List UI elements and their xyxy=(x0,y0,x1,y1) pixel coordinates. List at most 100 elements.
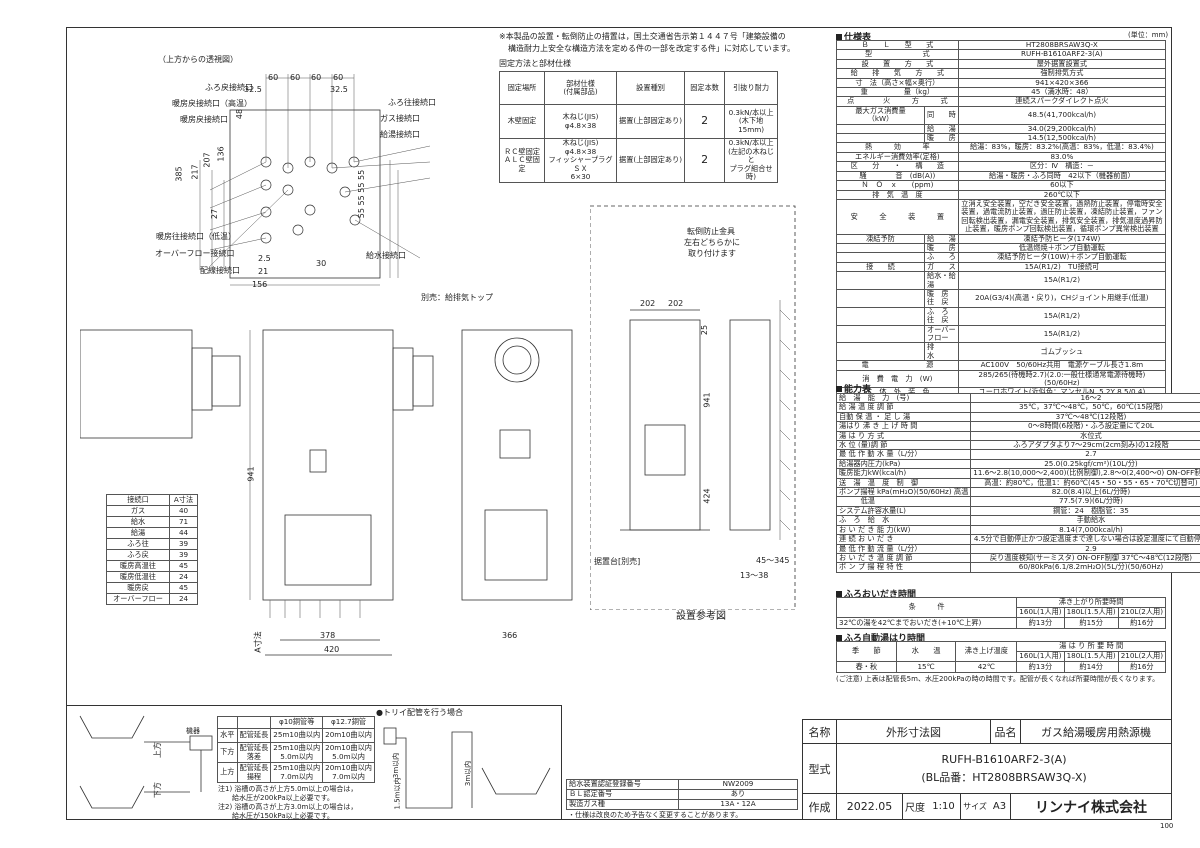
a-r5-1: 45 xyxy=(169,560,198,572)
install-fall-2: 左右どちらかに xyxy=(684,238,740,247)
spec-cell: 暖 房 往 戻 xyxy=(924,288,959,308)
spec-title: 仕様表 xyxy=(836,30,871,43)
fix-r0c3: 2 xyxy=(684,104,726,139)
spec-cell: 点 火 方 式 xyxy=(836,96,959,107)
perf-cell: お い だ き 温 度 調 節 xyxy=(835,552,972,564)
perf-cell: 水 位 (量)調 節 xyxy=(835,440,972,451)
spec-cell: 安 全 装 置 xyxy=(836,198,959,235)
install-fall-3: 取り付けます xyxy=(688,249,736,258)
spec-cell: 15A(R1/2) xyxy=(957,271,1167,290)
a-r0-0: ガス xyxy=(105,505,171,517)
spec-cell: 区 分 ・ 構 造 xyxy=(836,161,959,172)
spec-cell: Ｎ Ｏ ｘ (ppm) xyxy=(836,180,959,191)
front-dim-941: 941 xyxy=(246,466,256,482)
spec-cell: 型 式 xyxy=(836,49,959,60)
fill-r4: 約14分 xyxy=(1063,661,1119,673)
install-dim-202b: 202 xyxy=(668,299,684,308)
pip-h1: φ12.7銅管 xyxy=(322,716,375,729)
spec-cell: 285/265(待機時2.7)(2.0:一般仕様通常電源待機時) (50/60H… xyxy=(957,369,1167,389)
bath-v1: 約15分 xyxy=(1063,617,1119,629)
piping-label-down: 下方 xyxy=(153,782,162,798)
perf-cell: ふ ろ 給 水 xyxy=(835,515,972,526)
spec-cell: 凍結予防ヒータ(10W)＋ポンプ自動運転 xyxy=(957,252,1167,263)
bath-v2: 約16分 xyxy=(1117,617,1167,629)
spec-cell: 給 湯 xyxy=(924,233,959,244)
spec-cell xyxy=(836,324,925,344)
perf-cell: 60/80kPa(6.1/8.2mH₂O)(5L/分)(50/60Hz) xyxy=(970,562,1200,573)
fix-h0: 固定場所 xyxy=(499,71,545,105)
install-diagram xyxy=(590,205,796,610)
perf-cell: ふろアダプタより7～29cm(2cm刻み)の12段階 xyxy=(970,440,1200,451)
title-name: 外形寸法図 xyxy=(886,725,941,739)
fix-r1c4: 0.3kN/本以上 (左記の木ねじと プラグ組合せ時) xyxy=(724,138,778,183)
bath-cond-h: 条 件 xyxy=(835,597,1018,618)
perf-row: お い だ き 温 度 調 節戻り温度検知(サーミスタ) ON-OFF制御 37… xyxy=(835,552,1200,564)
fix-r0c4: 0.3kN/本以上 (木下地15mm) xyxy=(724,104,778,139)
install-title: 設置参考図 xyxy=(676,611,726,622)
topview-dim-325b: 32.5 xyxy=(330,85,348,94)
a-r8-0: オーバーフロー xyxy=(105,593,171,605)
top-note-1: ※本製品の設置・転倒防止の措置は，国土交通省告示第１４４７号「建築設備の xyxy=(499,32,786,41)
title-made-label: 作成 xyxy=(808,800,831,814)
spec-row: ふ ろ凍結予防ヒータ(10W)＋ポンプ自動運転 xyxy=(836,252,1167,263)
perf-row: 給湯器内圧力(kPa)25.0(0.25kgf/cm²)(10L/分) xyxy=(835,458,1200,470)
a-r7-0: 暖房戻 xyxy=(105,582,171,594)
a-r2-1: 44 xyxy=(169,527,198,539)
perf-cell: 82.0(8.4)以上(6L/分時) xyxy=(970,487,1200,498)
perf-cell: 送 湯 温 度 制 御 xyxy=(835,477,972,489)
perf-cell: 手動給水 xyxy=(970,515,1200,526)
pip-r1c0: 下方 xyxy=(217,742,238,763)
title-date: 2022.05 xyxy=(846,800,893,813)
topview-diagram xyxy=(199,74,431,286)
spec-cell: 強制排気方式 xyxy=(957,68,1167,79)
bath-v0: 約13分 xyxy=(1016,617,1065,629)
spec-cell: 寸 法（高さ×幅×奥行） xyxy=(836,77,959,89)
spec-cell: 45（満水時：48） xyxy=(957,87,1167,98)
perf-row: 湯 は り 方 式水位式 xyxy=(835,430,1200,442)
spec-row: 重 量（kg）45（満水時：48） xyxy=(836,87,1167,98)
spec-cell: 立消え安全装置，空だき安全装置，過熱防止装置，停電時安全装置，過電流防止装置，過… xyxy=(957,198,1167,235)
perf-cell: 給 湯 能 力 (号) xyxy=(835,392,972,404)
label-furo-return: ふろ戻接続口 xyxy=(205,83,253,92)
piping-units: 機器 xyxy=(186,727,200,735)
spec-cell xyxy=(836,242,925,254)
fill-r1: 15℃ xyxy=(895,661,957,673)
title-prod-label: 品名 xyxy=(994,725,1017,739)
install-fall-1: 転倒防止金具 xyxy=(687,227,735,236)
fix-h2: 設置種別 xyxy=(615,71,686,105)
perf-row: 最 低 作 動 水 量（L/分）2.7 xyxy=(835,449,1200,460)
pip-r1c2: 25m10曲以内 5.0m以内 xyxy=(270,742,324,763)
perf-title: 能力表 xyxy=(836,382,871,395)
perf-cell: 低温 xyxy=(835,496,972,507)
piping-label-up: 上方 xyxy=(153,742,162,758)
a-r4-0: ふろ戻 xyxy=(105,549,171,561)
perf-cell: 25.0(0.25kgf/cm²)(10L/分) xyxy=(970,458,1200,470)
piping-note-1: 注1) 浴槽の高さが上方5.0m以上の場合は， xyxy=(218,785,358,793)
spec-row: 給 排 気 方 式強制排気方式 xyxy=(836,68,1167,79)
spec-cell: 設 置 方 式 xyxy=(836,58,959,70)
label-heat-return-high: 暖房戻接続口（高温） xyxy=(172,99,252,108)
spec-cell: 低温燃焼＋ポンプ自動運転 xyxy=(957,242,1167,254)
piping-note-2: 給水圧が200kPa以上必要です。 xyxy=(218,794,334,802)
spec-row: 寸 法（高さ×幅×奥行）941×420×366 xyxy=(836,77,1167,89)
front-dim-378: 378 xyxy=(320,631,336,640)
spec-row: 設 置 方 式屋外据置設置式 xyxy=(836,58,1167,70)
spec-cell xyxy=(836,306,925,326)
spec-row: 排 水ゴムブッシュ xyxy=(836,342,1167,362)
label-overflow: オーバーフロー接続口 xyxy=(155,249,235,258)
perf-row: 最 低 作 動 流 量（L/分）2.9 xyxy=(835,543,1200,554)
fill-size0: 160L(1人用) xyxy=(1016,651,1065,662)
bath-col: 沸き上がり所要時間 xyxy=(1016,597,1166,608)
fix-h3: 固定本数 xyxy=(684,71,726,105)
label-water-supply: 給水接続口 xyxy=(366,251,406,260)
topview-dim-55stack: 55 55 55 55 xyxy=(357,170,366,218)
fill-table: 季 節水 温沸き上げ温度湯 は り 所 要 時 間 160L(1人用)180L(… xyxy=(836,641,1167,673)
